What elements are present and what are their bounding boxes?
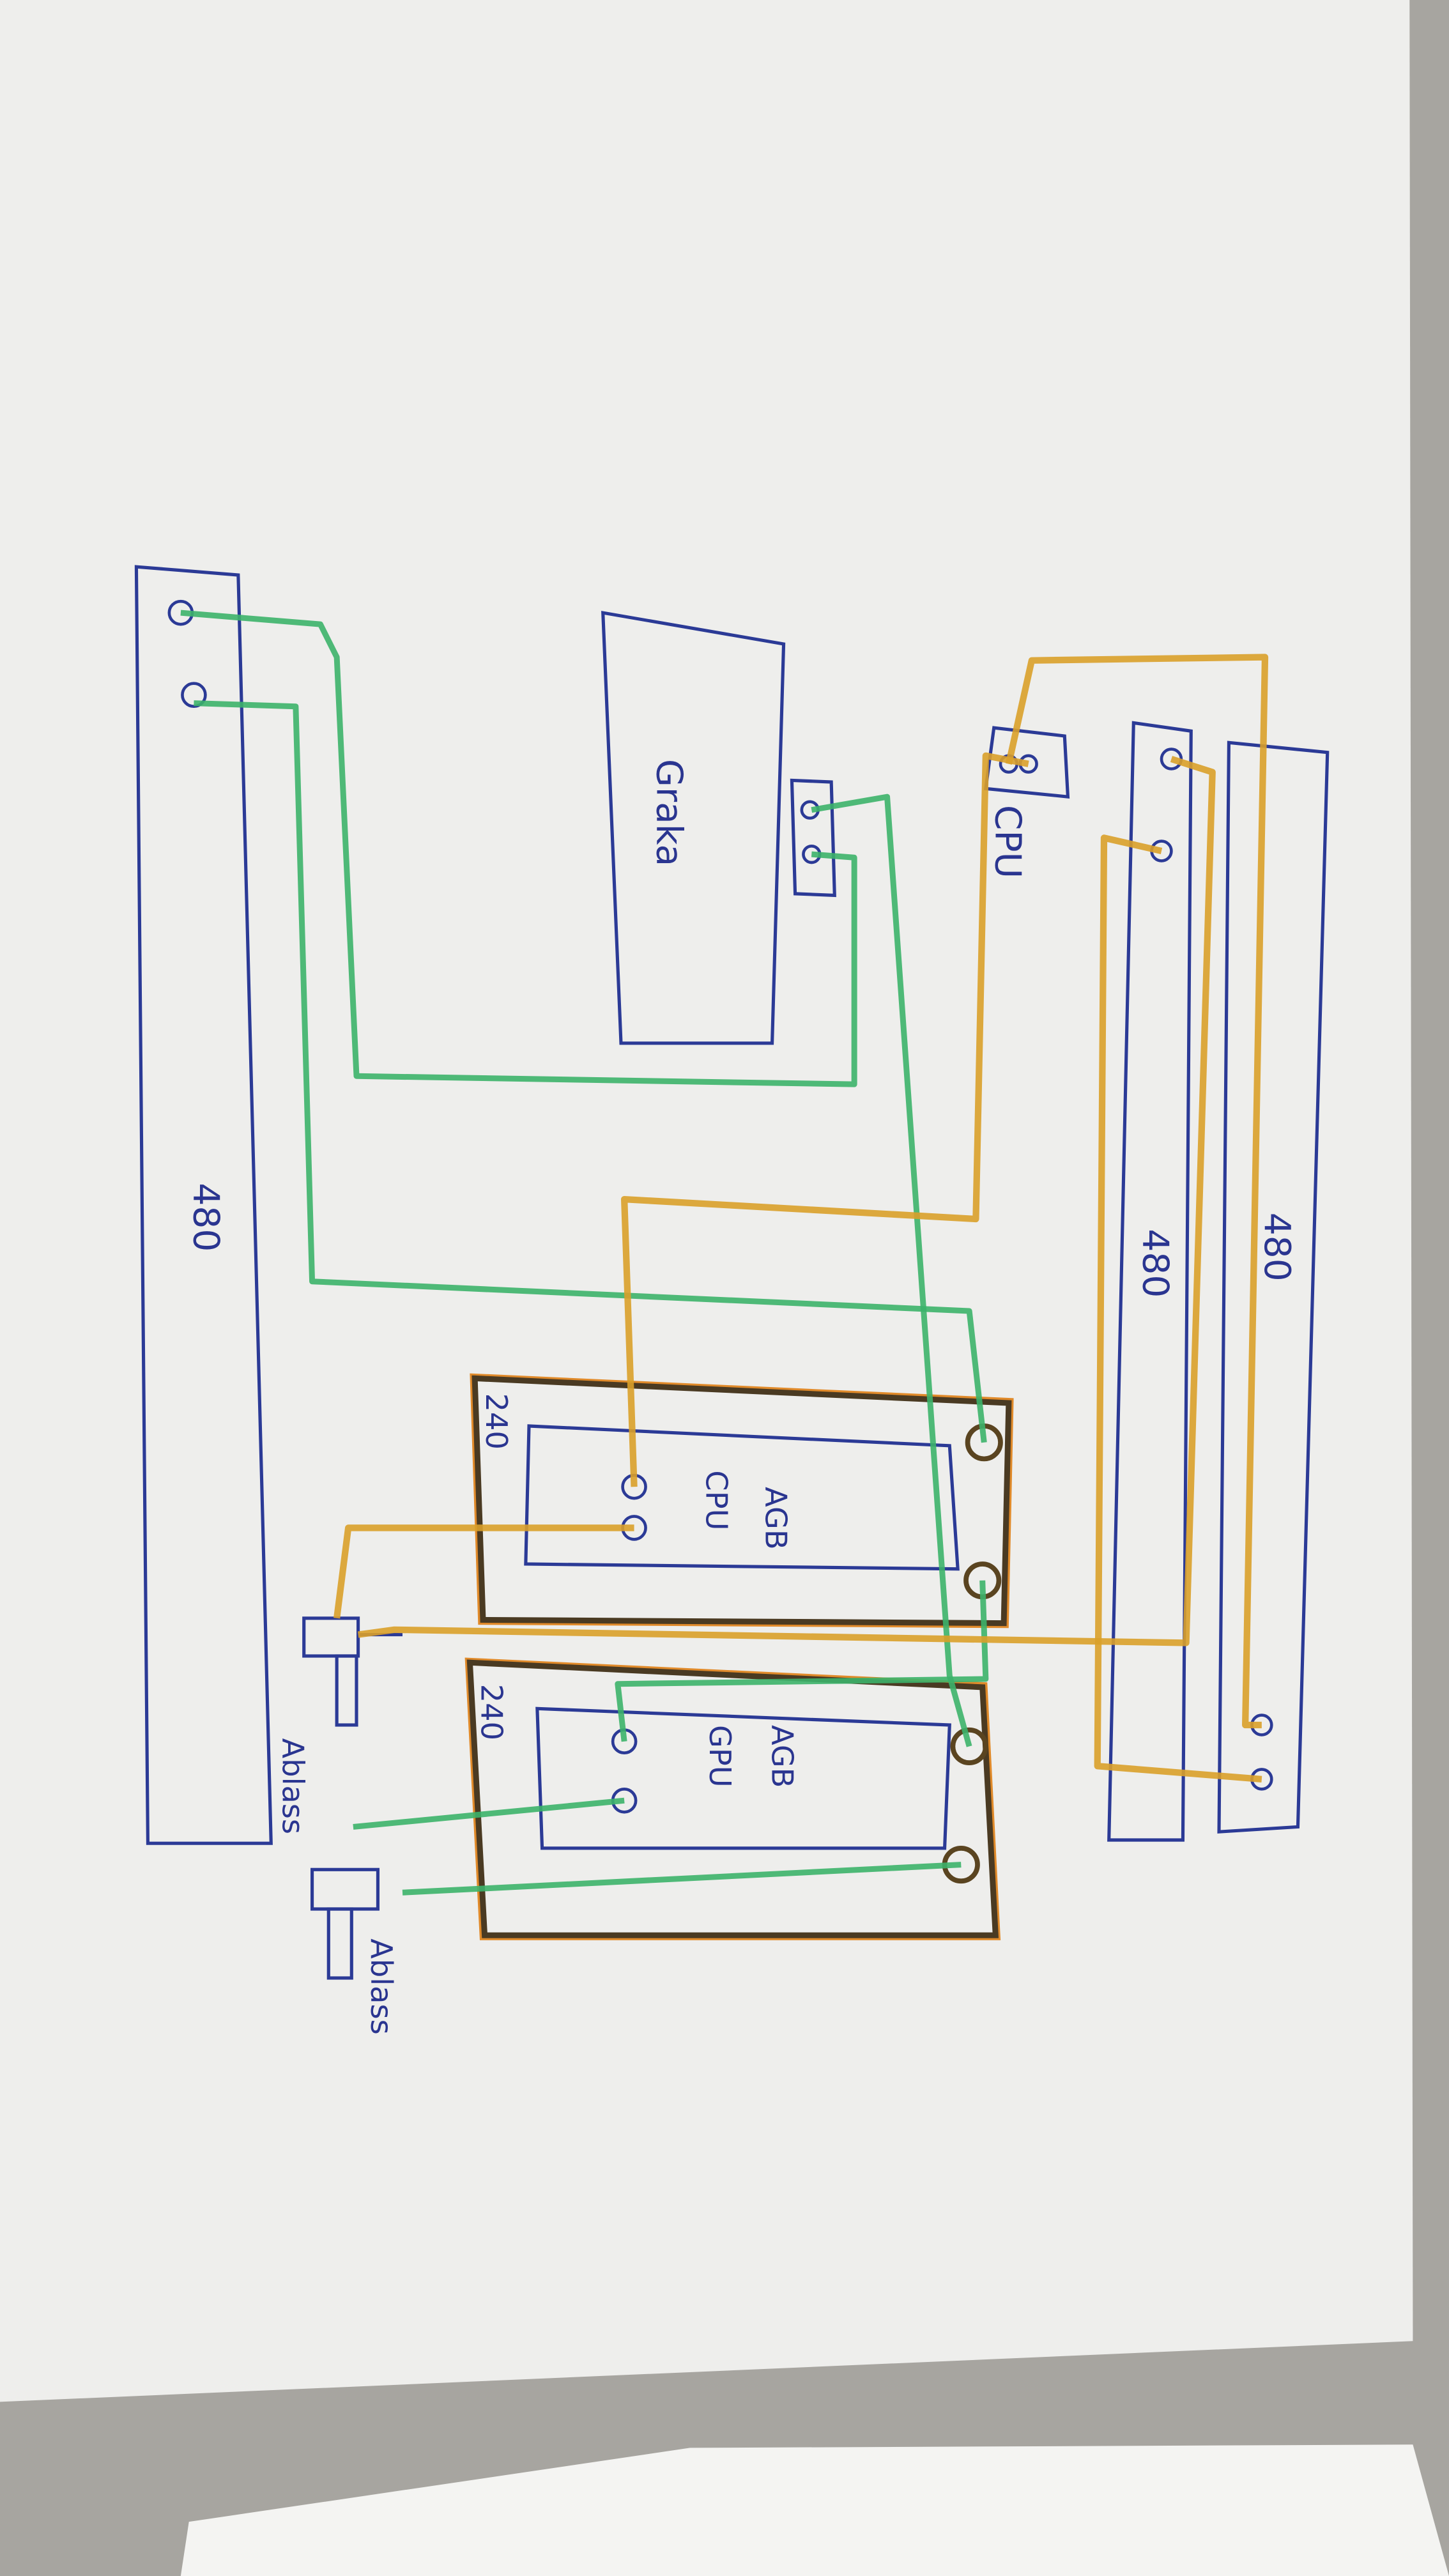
agb-gpu-label: AGB xyxy=(765,1725,800,1788)
drain-valve-1-label: Ablass xyxy=(275,1738,310,1834)
top-240-label: 240 xyxy=(479,1393,514,1450)
left-radiator-480: 480 xyxy=(134,565,273,1845)
cpu-block-label: CPU xyxy=(986,805,1029,878)
paper-stack xyxy=(180,2444,1449,2576)
graphics-card: Graka xyxy=(601,611,836,1045)
agb-cpu-sublabel: CPU xyxy=(700,1470,734,1530)
top-240-radiator: 240 AGB CPU xyxy=(470,1373,1014,1629)
graphics-card-label: Graka xyxy=(648,759,691,866)
right-radiator-480: 480 xyxy=(1217,740,1330,1834)
right-radiator-label: 480 xyxy=(1256,1213,1298,1282)
gpu-loop-tubing xyxy=(180,610,989,1896)
drain-valve-2-label: Ablass xyxy=(364,1938,399,2034)
drain-valve-1: Ablass xyxy=(275,1616,402,1834)
drain-valve-2: Ablass xyxy=(310,1867,399,2035)
middle-radiator-label: 480 xyxy=(1135,1229,1177,1298)
agb-gpu-sublabel: GPU xyxy=(703,1725,737,1788)
cpu-loop-tubing xyxy=(334,654,1269,1782)
bottom-240-label: 240 xyxy=(474,1684,509,1740)
left-radiator-label: 480 xyxy=(185,1183,227,1252)
agb-cpu-label: AGB xyxy=(758,1487,793,1549)
